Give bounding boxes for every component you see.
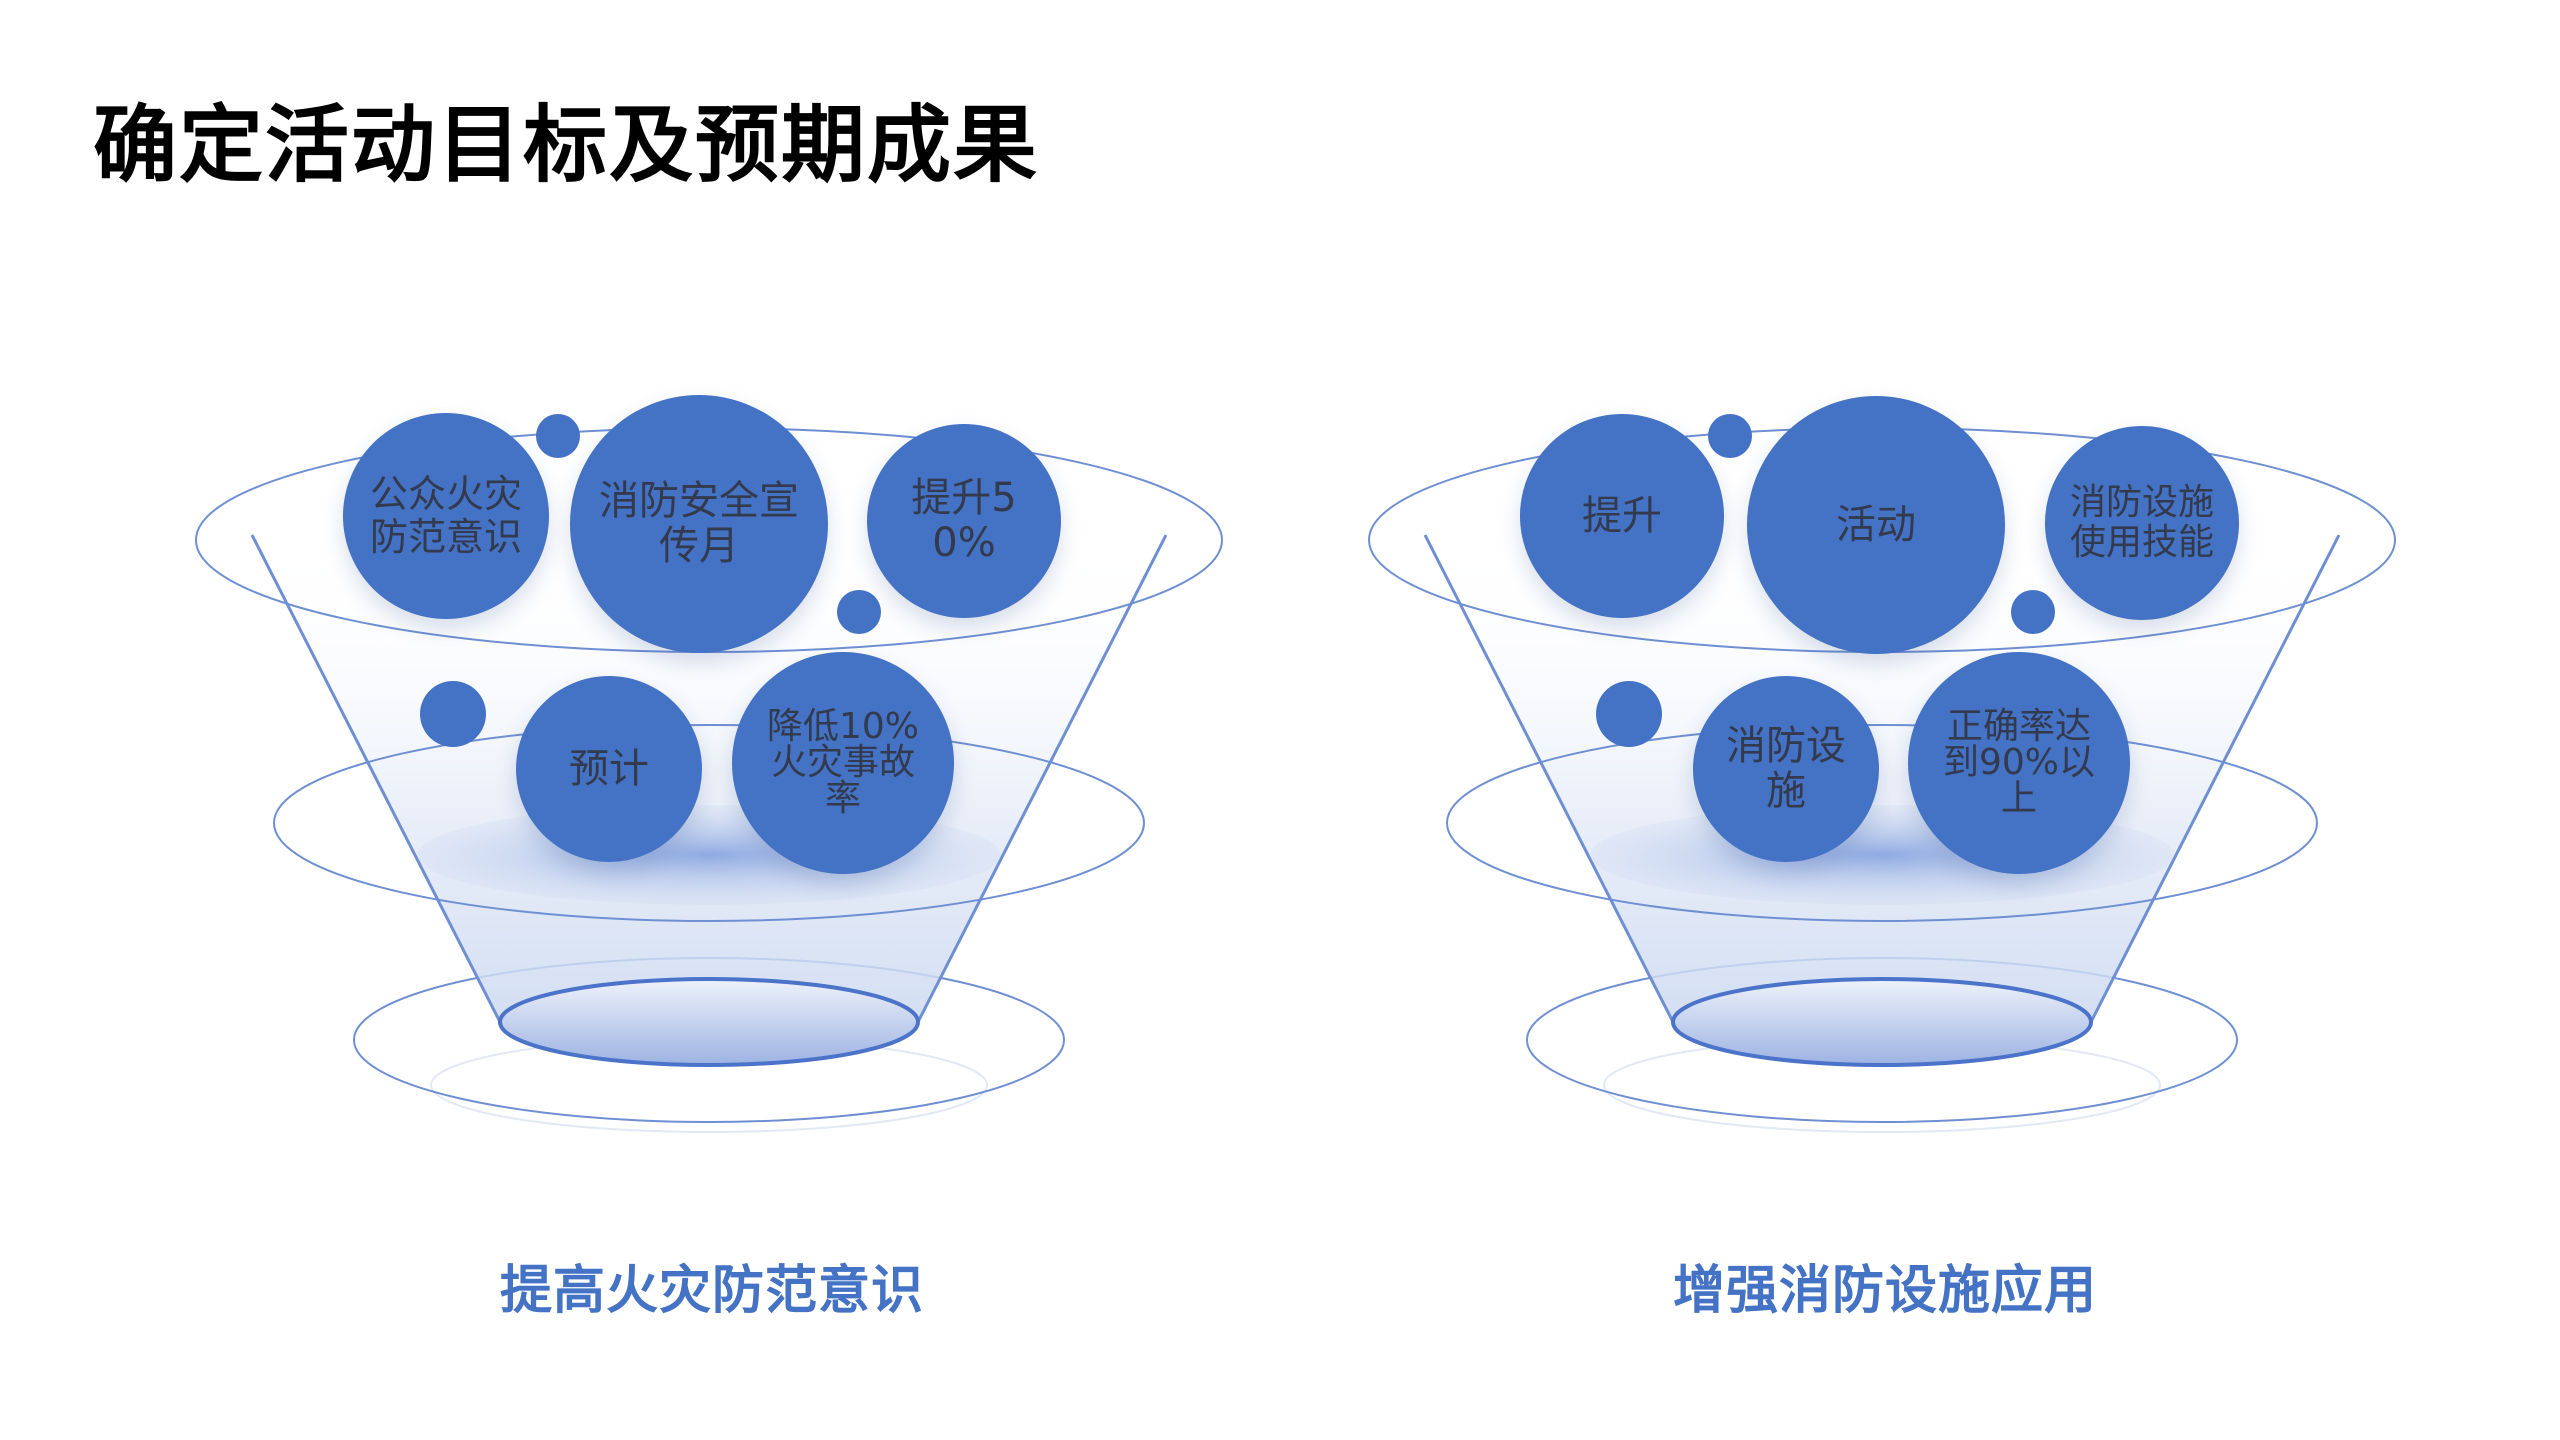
goal-bubble: 提升50% (867, 424, 1061, 618)
funnel-right: 提升 活动 消防设施使用技能 消防设施 正确率达到90%以上 增强消防设施应用 (1335, 0, 2435, 1440)
decorative-dot (536, 414, 580, 458)
funnel-left: 公众火灾防范意识 消防安全宣传月 提升50% 预计 降低10%火灾事故率 提高火… (162, 0, 1262, 1440)
decorative-dot (1708, 414, 1752, 458)
goal-bubble: 活动 (1747, 396, 2005, 654)
goal-bubble: 提升 (1520, 414, 1724, 618)
goal-bubble: 公众火灾防范意识 (343, 413, 549, 619)
decorative-dot (420, 681, 486, 747)
goal-bubble: 消防安全宣传月 (570, 395, 828, 653)
funnel-caption: 提高火灾防范意识 (499, 1261, 924, 1321)
goal-bubble: 降低10%火灾事故率 (732, 652, 954, 874)
goal-bubble: 预计 (516, 676, 702, 862)
funnel-graphic (1368, 427, 2396, 1133)
decorative-dot (2011, 590, 2055, 634)
goal-bubble: 正确率达到90%以上 (1908, 652, 2130, 874)
decorative-dot (1596, 681, 1662, 747)
decorative-dot (837, 590, 881, 634)
page-title: 确定活动目标及预期成果 (93, 96, 1040, 194)
funnel-graphic (195, 427, 1223, 1133)
funnel-caption: 增强消防设施应用 (1672, 1261, 2097, 1321)
goal-bubble: 消防设施 (1693, 676, 1879, 862)
goal-bubble: 消防设施使用技能 (2045, 426, 2239, 620)
